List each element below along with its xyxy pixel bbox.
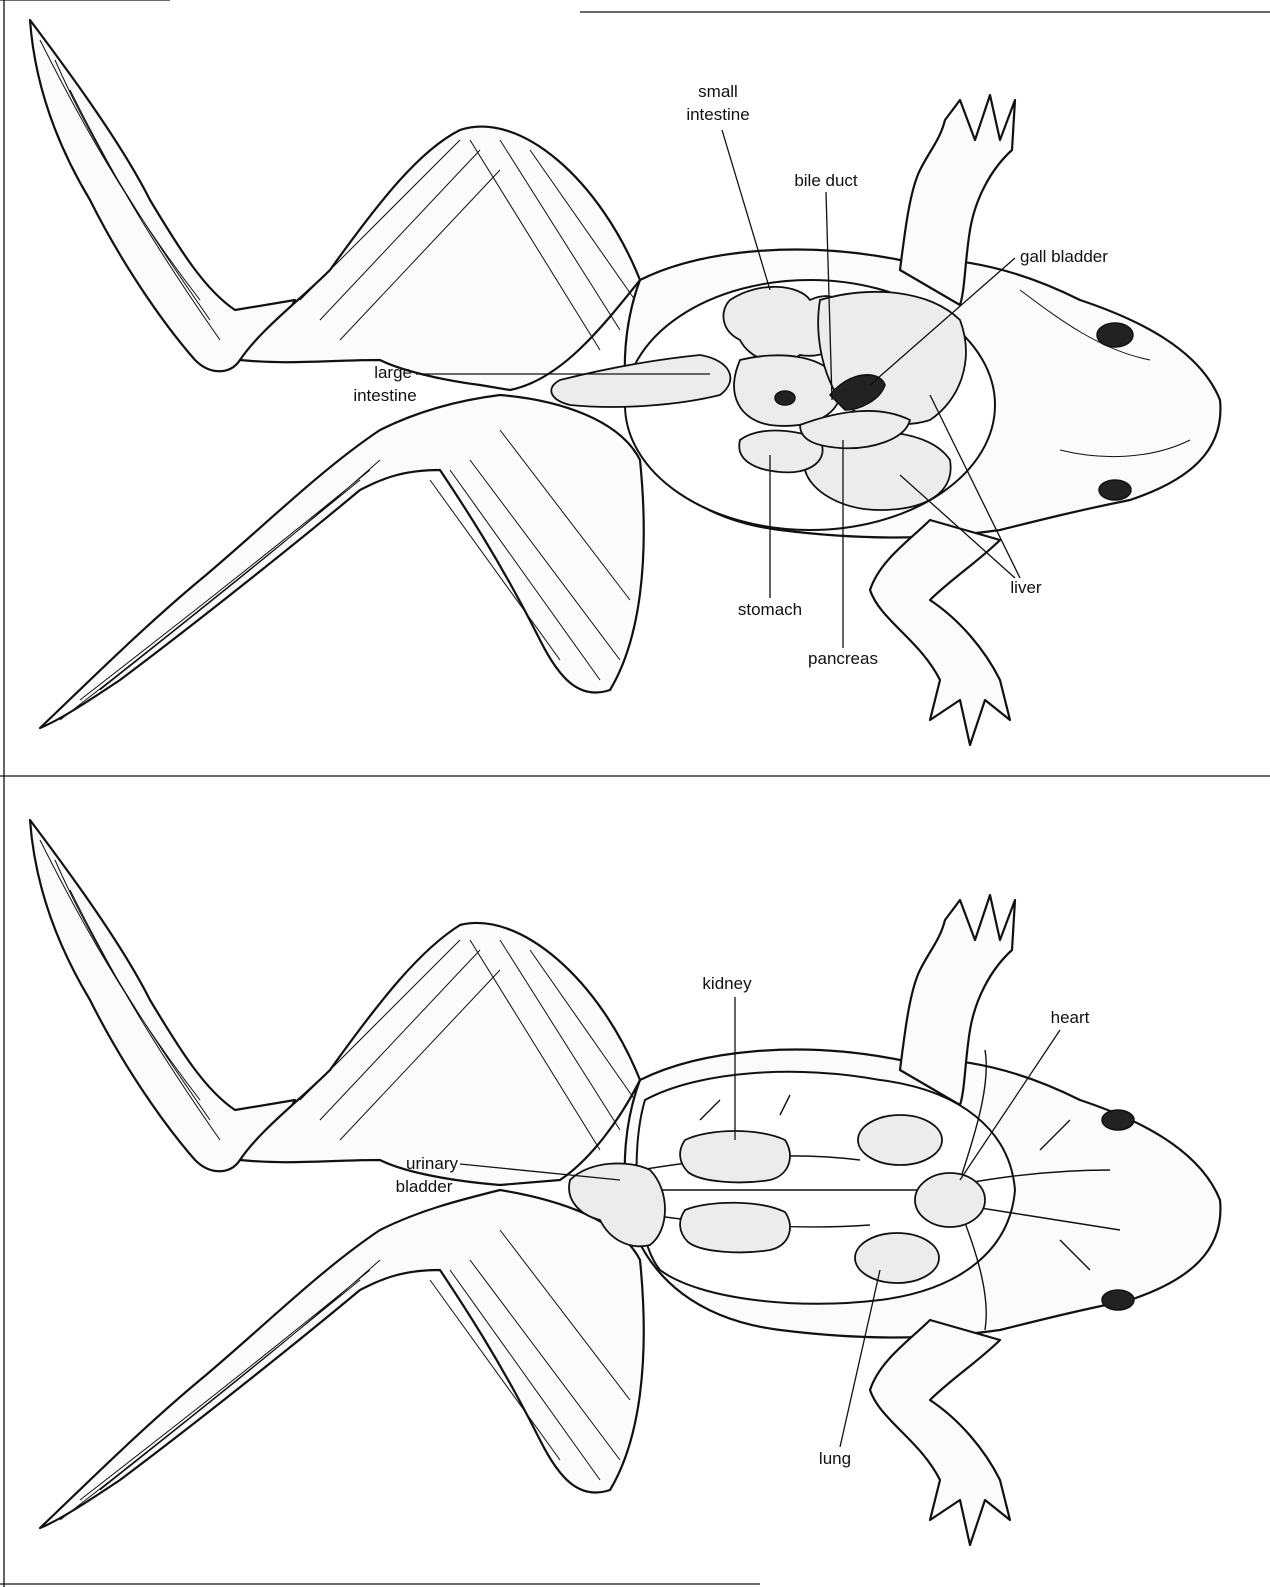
label-small-intestine-line2: intestine [686, 105, 749, 124]
lung-lower-shape [855, 1233, 939, 1283]
large-intestine-shape [551, 355, 730, 407]
label-lung: lung [819, 1449, 851, 1468]
bottom-frog-illustration [30, 820, 1220, 1545]
kidney-lower-shape [680, 1203, 790, 1253]
lung-upper-shape [858, 1115, 942, 1165]
top-frog-illustration [30, 20, 1220, 745]
heart-shape [915, 1173, 985, 1227]
label-liver: liver [1010, 578, 1042, 597]
label-urinary-bladder-line1: urinary [406, 1154, 458, 1173]
label-small-intestine-line1: small [698, 82, 738, 101]
label-urinary-bladder-line2: bladder [396, 1177, 453, 1196]
label-bile-duct: bile duct [794, 171, 858, 190]
label-heart: heart [1051, 1008, 1090, 1027]
label-gall-bladder: gall bladder [1020, 247, 1108, 266]
label-large-intestine-line2: intestine [353, 386, 416, 405]
label-pancreas: pancreas [808, 649, 878, 668]
label-large-intestine-line1: large [374, 363, 412, 382]
label-kidney: kidney [702, 974, 752, 993]
label-stomach: stomach [738, 600, 802, 619]
